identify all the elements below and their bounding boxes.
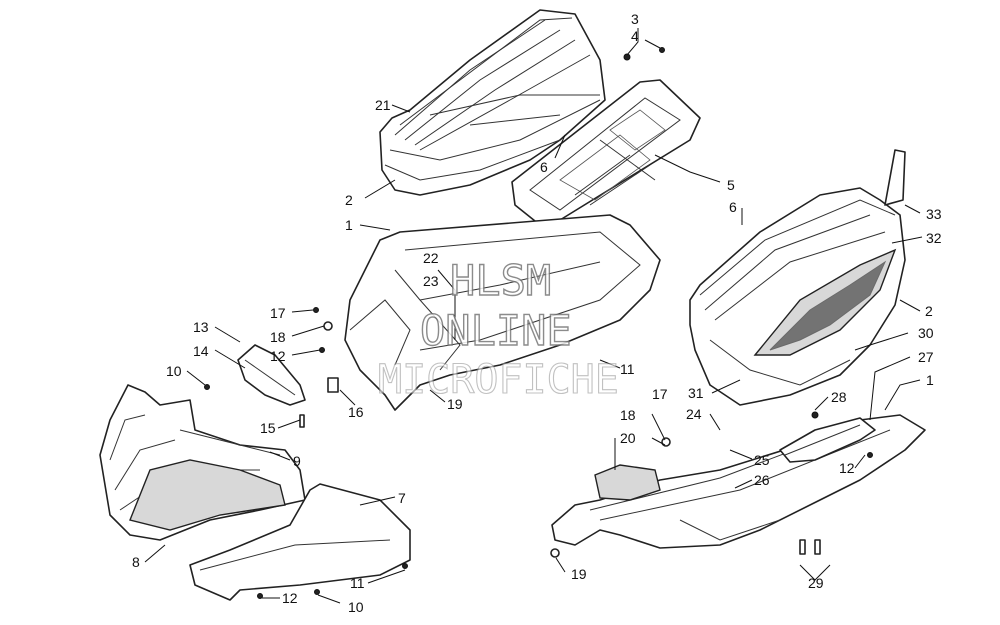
callout-28: 28 xyxy=(831,389,847,405)
callout-21: 21 xyxy=(375,97,391,113)
callout-23: 23 xyxy=(423,273,439,289)
watermark-line-2: ONLINE xyxy=(420,306,572,355)
rivet-icon xyxy=(299,414,305,428)
front-nose-bumper xyxy=(99,384,306,541)
callout-2: 2 xyxy=(925,303,933,319)
callout-17: 17 xyxy=(652,386,668,402)
callout-31: 31 xyxy=(688,385,704,401)
rivet-icon xyxy=(799,539,806,555)
screw-icon xyxy=(319,347,325,353)
callout-6: 6 xyxy=(540,159,548,175)
screw-icon xyxy=(402,563,408,569)
callout-12: 12 xyxy=(282,590,298,606)
screw-icon xyxy=(204,384,210,390)
watermark: HLSM ONLINE MICROFICHE xyxy=(377,255,619,403)
center-belly-pan xyxy=(344,214,661,411)
callout-6: 6 xyxy=(729,199,737,215)
watermark-line-3: MICROFICHE xyxy=(378,357,619,403)
rivet-icon xyxy=(814,539,821,555)
callout-10: 10 xyxy=(166,363,182,379)
callout-10: 10 xyxy=(348,599,364,615)
screw-icon xyxy=(257,593,263,599)
callout-18: 18 xyxy=(620,407,636,423)
callout-33: 33 xyxy=(926,206,942,222)
center-grille-panel xyxy=(511,79,701,226)
upper-left-cowl-part xyxy=(379,9,606,196)
leader-lines xyxy=(144,28,923,604)
watermark-line-1: HLSM xyxy=(450,256,551,305)
callout-12: 12 xyxy=(270,348,286,364)
callout-16: 16 xyxy=(348,404,364,420)
callout-11: 11 xyxy=(350,575,365,591)
callout-20: 20 xyxy=(620,430,636,446)
callout-17: 17 xyxy=(270,305,286,321)
callout-26: 26 xyxy=(754,472,770,488)
callout-19: 19 xyxy=(571,566,587,582)
callout-13: 13 xyxy=(193,319,209,335)
callout-2: 2 xyxy=(345,192,353,208)
nut-icon xyxy=(811,411,819,419)
washer-icon xyxy=(661,437,671,447)
callout-3: 3 xyxy=(631,11,639,27)
washer-icon xyxy=(323,321,333,331)
callout-5: 5 xyxy=(727,177,735,193)
callout-labels: 3 4 21 6 2 5 6 33 32 2 1 22 23 17 18 13 … xyxy=(132,11,942,615)
screw-icon xyxy=(867,452,873,458)
hardware-fasteners xyxy=(204,47,873,599)
bolt-icon xyxy=(550,548,560,558)
right-mount-plate xyxy=(779,417,876,463)
callout-8: 8 xyxy=(132,554,140,570)
callout-14: 14 xyxy=(193,343,209,359)
callout-9: 9 xyxy=(293,453,301,469)
callout-24: 24 xyxy=(686,406,702,422)
rivet-icon xyxy=(327,377,339,393)
callout-1: 1 xyxy=(345,217,353,233)
callout-22: 22 xyxy=(423,250,439,266)
screw-icon xyxy=(314,589,320,595)
callout-27: 27 xyxy=(918,349,934,365)
right-cowl-part xyxy=(689,149,906,406)
callout-29: 29 xyxy=(808,575,824,591)
bolt-icon xyxy=(623,53,631,61)
callout-1: 1 xyxy=(926,372,934,388)
callout-18: 18 xyxy=(270,329,286,345)
callout-19: 19 xyxy=(447,396,463,412)
skid-plate xyxy=(189,483,411,601)
callout-11: 11 xyxy=(620,361,635,377)
callout-15: 15 xyxy=(260,420,276,436)
screw-icon xyxy=(313,307,319,313)
callout-7: 7 xyxy=(398,490,406,506)
lower-belly-pan xyxy=(551,414,926,549)
left-side-bracket xyxy=(237,344,306,406)
nut-icon xyxy=(659,47,665,53)
callout-25: 25 xyxy=(754,452,770,468)
callout-12: 12 xyxy=(839,460,855,476)
callout-32: 32 xyxy=(926,230,942,246)
callout-30: 30 xyxy=(918,325,934,341)
callout-4: 4 xyxy=(631,28,639,44)
